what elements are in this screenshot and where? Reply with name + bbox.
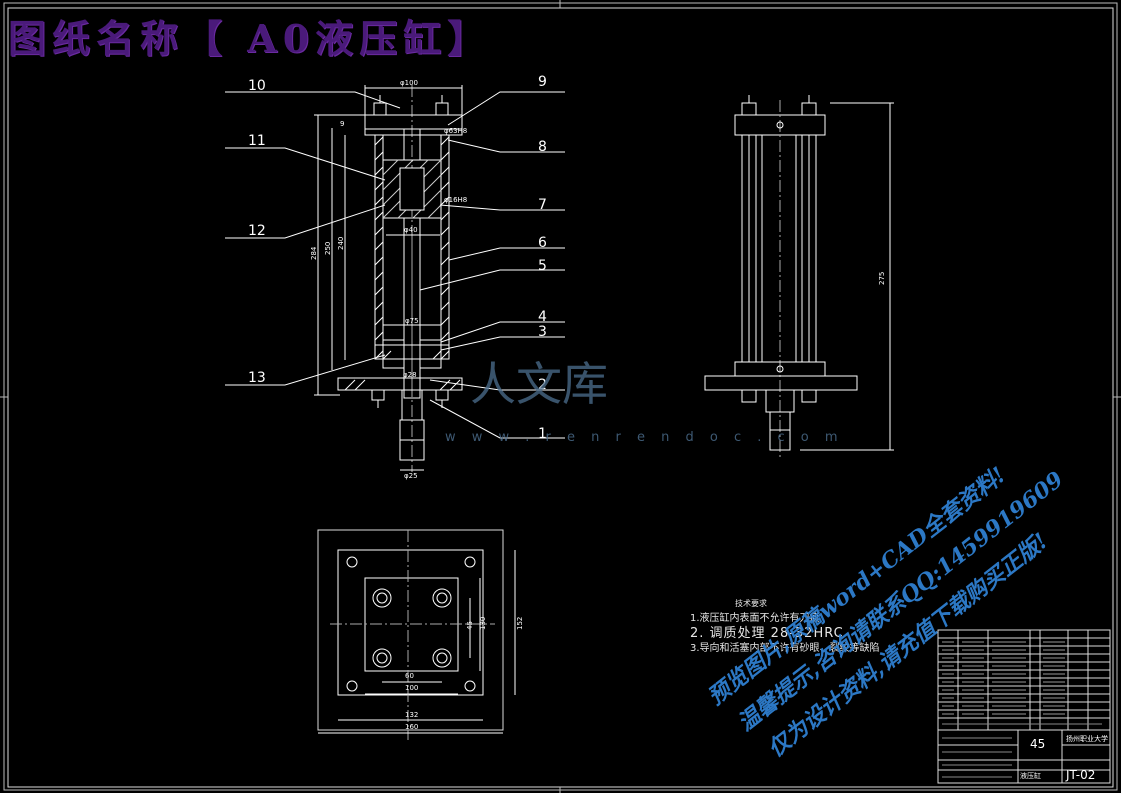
dim-275: 275 [878, 272, 886, 285]
dim-9: 9 [340, 120, 344, 128]
balloon-10: 10 [248, 78, 266, 94]
balloon-2: 2 [538, 377, 547, 393]
balloon-9: 9 [538, 74, 547, 90]
dim-40: φ40 [404, 226, 418, 234]
balloon-11: 11 [248, 133, 266, 149]
balloon-numbers: 10 9 11 8 7 12 6 5 4 3 13 2 1 [248, 74, 547, 442]
dim-28: φ28 [403, 371, 417, 379]
dim-240: 240 [337, 237, 345, 250]
dim-63h8: φ63H8 [444, 127, 467, 135]
dim-152: 152 [516, 617, 524, 630]
balloon-1: 1 [538, 426, 547, 442]
dim-60: 60 [405, 672, 414, 680]
dim-284: 284 [310, 246, 318, 260]
watermark-logo: 人文库 [470, 357, 608, 411]
watermark-site: w w w . r e n r e n d o c . c o m [445, 430, 844, 445]
tech-requirements: 技术要求 1.液压缸内表面不允许有刀痕 2. 调质处理 28-32HRC 3.导… [690, 596, 880, 656]
tech-note-3: 3.导向和活塞内部不许有砂眼、裂纹等缺陷 [690, 643, 880, 654]
top-view [317, 529, 516, 740]
side-view [704, 95, 894, 460]
dim-160: 160 [405, 723, 418, 731]
school-text: 扬州职业大学 [1066, 734, 1108, 743]
dim-250: 250 [324, 242, 332, 255]
dim-25: φ25 [404, 472, 418, 480]
dim-100-bottom: 100 [405, 684, 418, 692]
balloon-3: 3 [538, 324, 547, 340]
dim-75: φ75 [405, 317, 419, 325]
balloon-4: 4 [538, 309, 547, 325]
material-text: 45 [1030, 737, 1045, 751]
balloon-7: 7 [538, 197, 547, 213]
title-block-texts: 45 扬州职业大学 液压缸 JT-02 [1020, 734, 1108, 782]
drawing-title: 图纸名称【 A0液压缸】 [8, 16, 492, 61]
tech-note-2: 2. 调质处理 28-32HRC [690, 626, 844, 641]
title-block [937, 629, 1111, 784]
balloon-8: 8 [538, 139, 547, 155]
dim-100: φ100 [400, 79, 418, 87]
tech-notes-heading: 技术要求 [735, 599, 767, 608]
balloon-5: 5 [538, 258, 547, 274]
balloon-12: 12 [248, 223, 266, 239]
dim-16h8: φ16H8 [444, 196, 467, 204]
drawing-no-text: JT-02 [1065, 768, 1095, 782]
balloon-13: 13 [248, 370, 266, 386]
dim-132: 132 [405, 711, 418, 719]
tech-note-1: 1.液压缸内表面不允许有刀痕 [690, 613, 820, 624]
drawing-name-text: 液压缸 [1020, 771, 1041, 780]
balloon-6: 6 [538, 235, 547, 251]
front-section-view [225, 85, 565, 472]
